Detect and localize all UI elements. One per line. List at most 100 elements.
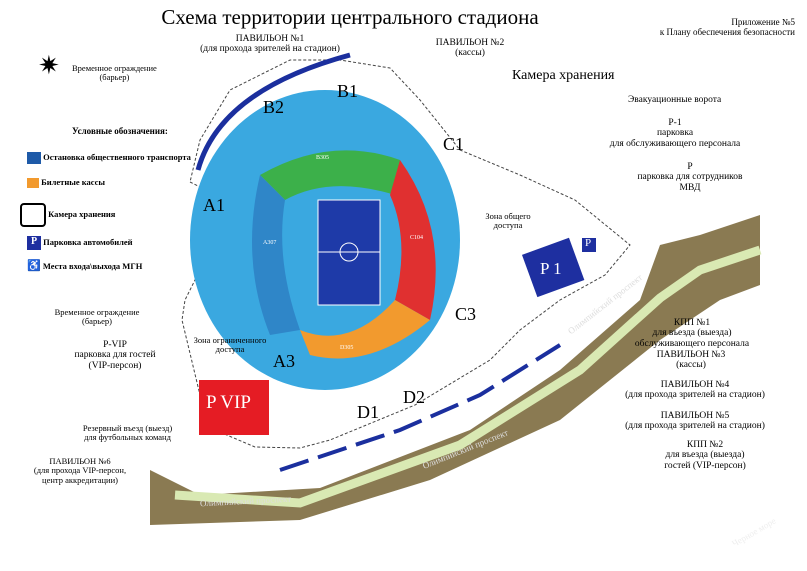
label-line: МВД xyxy=(679,182,701,193)
bus-stop-icon xyxy=(27,152,41,164)
gate-b2: B2 xyxy=(263,97,285,117)
label-line: доступа xyxy=(493,220,523,231)
sector-orange xyxy=(300,300,430,359)
label-line: (для прохода зрителей на стадион) xyxy=(625,421,765,432)
legend-label: Билетные кассы xyxy=(41,177,105,187)
label-line: для въезда (выезда) xyxy=(652,328,732,339)
label-line: парковка xyxy=(656,128,694,139)
annex-line2: к Плану обеспечения безопасности xyxy=(659,26,795,37)
annex-line1: Приложение №5 xyxy=(731,17,795,27)
label-public-zone: Зона общего доступа xyxy=(478,211,538,231)
gate-d2: D2 xyxy=(403,387,425,407)
legend-label: Места входа\выхода МГН xyxy=(42,261,143,271)
label-line: для обслуживающего персонала xyxy=(609,138,741,149)
label-line: для въезда (выезда) xyxy=(665,450,745,461)
temporary-fence-top xyxy=(195,52,351,171)
legend-item-wheelchair: ♿ Места входа\выхода МГН xyxy=(27,260,142,272)
label-line: ПАВИЛЬОН №4 xyxy=(660,380,730,390)
label-line: Временное ограждение xyxy=(72,63,157,73)
label-pavilion5: ПАВИЛЬОН №5 (для прохода зрителей на ста… xyxy=(615,411,775,432)
gate-d1: D1 xyxy=(357,402,379,422)
label-pavilion3: ПАВИЛЬОН №3 (кассы) xyxy=(636,350,746,371)
road-curb xyxy=(174,245,762,508)
label-pavilion1: ПАВИЛЬОН №1 (для прохода зрителей на ста… xyxy=(195,34,345,55)
label-line: центр аккредитации) xyxy=(42,474,118,485)
luggage-storage-icon xyxy=(20,203,46,227)
annex-label: Приложение №5 к Плану обеспечения безопа… xyxy=(659,17,795,38)
legend-label: Остановка общественного транспорта xyxy=(43,151,191,162)
label-line: Резервный въезд (выезд) xyxy=(82,423,173,433)
label-line: Зона общего xyxy=(485,211,531,221)
legend-label: Камера хранения xyxy=(48,208,116,219)
label-p1: Р-1 парковка для обслуживающего персонал… xyxy=(595,118,755,149)
label-p-mvd: Р парковка для сотрудников МВД xyxy=(615,162,765,193)
temporary-fence-bottom xyxy=(279,343,562,472)
pitch-center-circle xyxy=(339,242,359,262)
compass-rose-icon: ✷ xyxy=(38,51,60,80)
gate-b1: B1 xyxy=(337,81,359,101)
p1-parking-label: P 1 xyxy=(540,259,562,278)
label-line: ПАВИЛЬОН №6 xyxy=(49,456,111,466)
label-evac-gates: Эвакуационные ворота xyxy=(628,95,722,105)
label-pavilion4: ПАВИЛЬОН №4 (для прохода зрителей на ста… xyxy=(615,380,775,401)
label-kpp1: КПП №1 для въезда (выезда) обслуживающег… xyxy=(622,318,762,349)
label-line: парковка для сотрудников xyxy=(637,172,743,183)
page-title: Схема территории центрального стадиона xyxy=(161,5,539,29)
label-line: Р-1 xyxy=(668,118,682,128)
wheelchair-icon: ♿ xyxy=(27,260,41,272)
label-restricted-zone: Зона ограниченного доступа xyxy=(185,335,275,355)
legend-item-storage: Камера хранения xyxy=(20,203,115,227)
label-line: для футбольных команд xyxy=(84,432,171,443)
p1-parking-zone xyxy=(521,237,585,298)
label-line: (барьер) xyxy=(82,316,112,327)
label-line: (для прохода зрителей на стадион) xyxy=(625,390,765,401)
label-line: Р xyxy=(687,162,693,172)
legend-item-bus: Остановка общественного транспорта xyxy=(27,152,191,164)
sector-b305: B305 xyxy=(316,155,330,161)
mvd-parking-sign xyxy=(582,238,596,252)
label-pvip: Р-VIP парковка для гостей (VIP-персон) xyxy=(60,340,170,371)
label-line: (для прохода VIP-персон, xyxy=(33,465,127,476)
sector-green xyxy=(260,150,400,200)
legend-heading: Условные обозначения: xyxy=(72,126,168,136)
legend-item-ticket: Билетные кассы xyxy=(27,177,105,189)
gate-c1: C1 xyxy=(443,134,465,154)
label-line: Р-VIP xyxy=(103,340,127,350)
label-line: парковка для гостей xyxy=(74,350,156,361)
label-barrier-left: Временное ограждение (барьер) xyxy=(42,307,152,327)
sector-c104: C104 xyxy=(410,235,424,241)
parking-icon: P xyxy=(27,236,41,250)
label-line: (для прохода зрителей на стадион) xyxy=(200,44,340,55)
mvd-parking-label: P xyxy=(585,237,592,249)
label-kpp2: КПП №2 для въезда (выезда) гостей (VIP-п… xyxy=(645,440,765,471)
sector-red xyxy=(390,160,436,320)
label-line: гостей (VIP-персон) xyxy=(664,460,746,471)
gate-c3: C3 xyxy=(455,304,477,324)
label-line: ПАВИЛЬОН №5 xyxy=(660,411,730,421)
gate-a1: A1 xyxy=(203,195,225,215)
label-reserve-entry: Резервный въезд (выезд) для футбольных к… xyxy=(70,423,185,443)
pvip-parking-zone xyxy=(199,380,269,435)
label-line: (кассы) xyxy=(455,48,485,59)
legend-item-parking: P Парковка автомобилей xyxy=(27,236,133,250)
olympic-avenue-road xyxy=(150,215,760,525)
label-pavilion6: ПАВИЛЬОН №6 (для прохода VIP-персон, цен… xyxy=(25,456,135,485)
label-line: Временное ограждение xyxy=(54,307,140,317)
territory-boundary xyxy=(181,59,631,449)
label-barrier-top: Временное ограждение (барьер) xyxy=(72,63,157,83)
label-line: Зона ограниченного xyxy=(193,335,267,345)
label-line: (VIP-персон) xyxy=(88,360,142,371)
label-pavilion2: ПАВИЛЬОН №2 (кассы) xyxy=(420,38,520,59)
label-line: КПП №2 xyxy=(686,440,724,450)
gate-a3: A3 xyxy=(273,351,295,371)
legend-label: Парковка автомобилей xyxy=(43,236,133,247)
label-line: ПАВИЛЬОН №3 xyxy=(656,350,726,360)
pvip-parking-label: P VIP xyxy=(206,392,251,413)
label-line: ПАВИЛЬОН №1 xyxy=(235,34,305,44)
label-line: доступа xyxy=(215,344,245,355)
label-storage: Камера хранения xyxy=(512,68,615,83)
label-line: (барьер) xyxy=(99,72,130,83)
sector-d305: D305 xyxy=(340,345,354,351)
label-line: КПП №1 xyxy=(673,318,711,328)
